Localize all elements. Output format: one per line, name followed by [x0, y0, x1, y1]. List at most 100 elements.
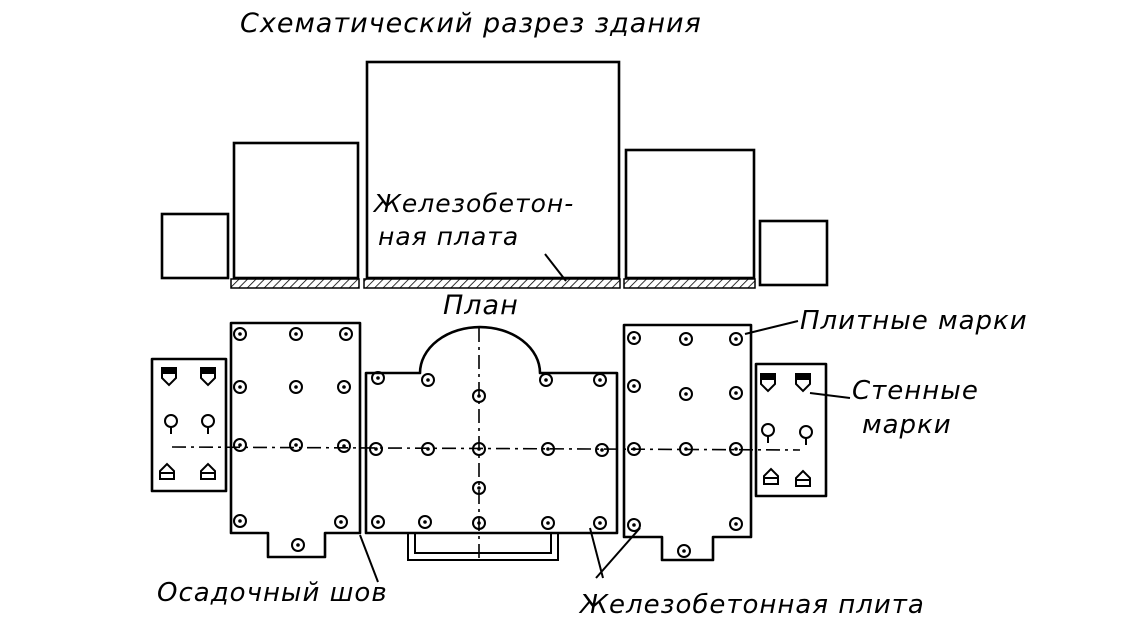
slab-mark-dot	[632, 447, 636, 451]
slab-mark-dot	[423, 520, 427, 524]
section-title: Схематический разрез здания	[240, 8, 702, 39]
slab-mark-dot	[682, 549, 686, 553]
settlement-joint-leader	[359, 534, 379, 583]
plan-block-left	[229, 321, 362, 559]
wall-mark-house-base	[159, 472, 175, 480]
section-block-right	[624, 148, 756, 280]
slab-mark-dot	[477, 486, 481, 490]
slab-mark	[289, 327, 303, 341]
plan-slab-leader-2	[595, 527, 641, 579]
wall-mark-balloon	[164, 414, 178, 428]
plan-slab-leader-1	[589, 527, 604, 579]
section-view	[160, 60, 829, 287]
slab-mark-dot	[546, 447, 550, 451]
slab-mark-dot	[734, 337, 738, 341]
slab-mark	[233, 514, 247, 528]
wall-marks-label-line1: Стенные	[852, 376, 979, 406]
slab-marks-leader	[744, 320, 799, 335]
slab-mark	[595, 443, 609, 457]
slab-mark-dot	[632, 336, 636, 340]
slab-mark	[233, 438, 247, 452]
slab-marks-label: Плитные марки	[800, 306, 1028, 336]
slab-mark	[472, 442, 486, 456]
slab-mark	[593, 373, 607, 387]
wall-marks-label-line2: марки	[862, 410, 952, 440]
plan-view	[150, 321, 828, 562]
plan-wall-panel-right	[754, 362, 828, 498]
section-slab-label-line2: ная плата	[378, 222, 520, 251]
plan-axis-horizontal	[171, 446, 801, 451]
slab-mark	[679, 332, 693, 346]
section-slab-left	[230, 278, 360, 289]
slab-marks	[233, 327, 743, 558]
slab-mark	[369, 442, 383, 456]
slab-mark-dot	[734, 391, 738, 395]
slab-mark-dot	[294, 385, 298, 389]
slab-mark-dot	[376, 376, 380, 380]
section-block-far-right	[758, 219, 829, 287]
plan-wall-panel-left	[150, 357, 228, 493]
slab-mark	[627, 331, 641, 345]
slab-mark-dot	[238, 519, 242, 523]
slab-mark-dot	[238, 385, 242, 389]
slab-mark-dot	[296, 543, 300, 547]
slab-mark	[541, 442, 555, 456]
slab-mark	[289, 438, 303, 452]
section-slab-center	[363, 278, 621, 289]
slab-mark	[541, 516, 555, 530]
wall-mark-balloon	[761, 423, 775, 437]
slab-mark	[339, 327, 353, 341]
slab-mark-dot	[632, 384, 636, 388]
slab-mark-dot	[344, 332, 348, 336]
slab-mark	[421, 373, 435, 387]
section-slabs	[230, 278, 756, 289]
wall-mark-house-base	[795, 479, 811, 487]
wall-mark-shield-fill	[201, 368, 215, 374]
wall-marks	[159, 367, 813, 487]
slab-mark-dot	[598, 521, 602, 525]
slab-mark	[371, 515, 385, 529]
slab-mark-dot	[374, 447, 378, 451]
slab-mark-dot	[734, 447, 738, 451]
slab-mark	[233, 380, 247, 394]
plan-block-right	[622, 323, 753, 562]
slab-mark	[593, 516, 607, 530]
wall-mark-balloon	[799, 425, 813, 439]
wall-mark-house-base	[200, 472, 216, 480]
slab-mark	[679, 442, 693, 456]
slab-mark-dot	[376, 520, 380, 524]
slab-mark	[334, 515, 348, 529]
slab-mark	[472, 516, 486, 530]
slab-mark-dot	[598, 378, 602, 382]
slab-mark	[418, 515, 432, 529]
slab-mark-dot	[342, 385, 346, 389]
slab-mark	[472, 389, 486, 403]
slab-mark	[627, 518, 641, 532]
plan-title: План	[443, 290, 519, 321]
slab-mark-dot	[477, 521, 481, 525]
slab-mark	[729, 517, 743, 531]
wall-mark-shield-fill	[761, 374, 775, 380]
plan-slab-label: Железобетонная плита	[580, 590, 925, 620]
slab-mark-dot	[426, 378, 430, 382]
slab-mark	[337, 380, 351, 394]
wall-marks-leader	[809, 392, 851, 399]
plan-axes	[171, 328, 801, 560]
slab-mark-dot	[238, 443, 242, 447]
slab-mark	[472, 481, 486, 495]
slab-mark	[291, 538, 305, 552]
slab-mark	[677, 544, 691, 558]
slab-mark	[729, 386, 743, 400]
plan-entrance	[407, 534, 559, 561]
slab-mark	[627, 379, 641, 393]
section-slab-right	[623, 278, 756, 289]
slab-mark-dot	[339, 520, 343, 524]
slab-mark	[679, 387, 693, 401]
slab-mark	[627, 442, 641, 456]
slab-mark	[729, 442, 743, 456]
slab-mark-dot	[544, 378, 548, 382]
slab-mark-dot	[294, 443, 298, 447]
slab-mark	[729, 332, 743, 346]
wall-mark-balloon	[201, 414, 215, 428]
